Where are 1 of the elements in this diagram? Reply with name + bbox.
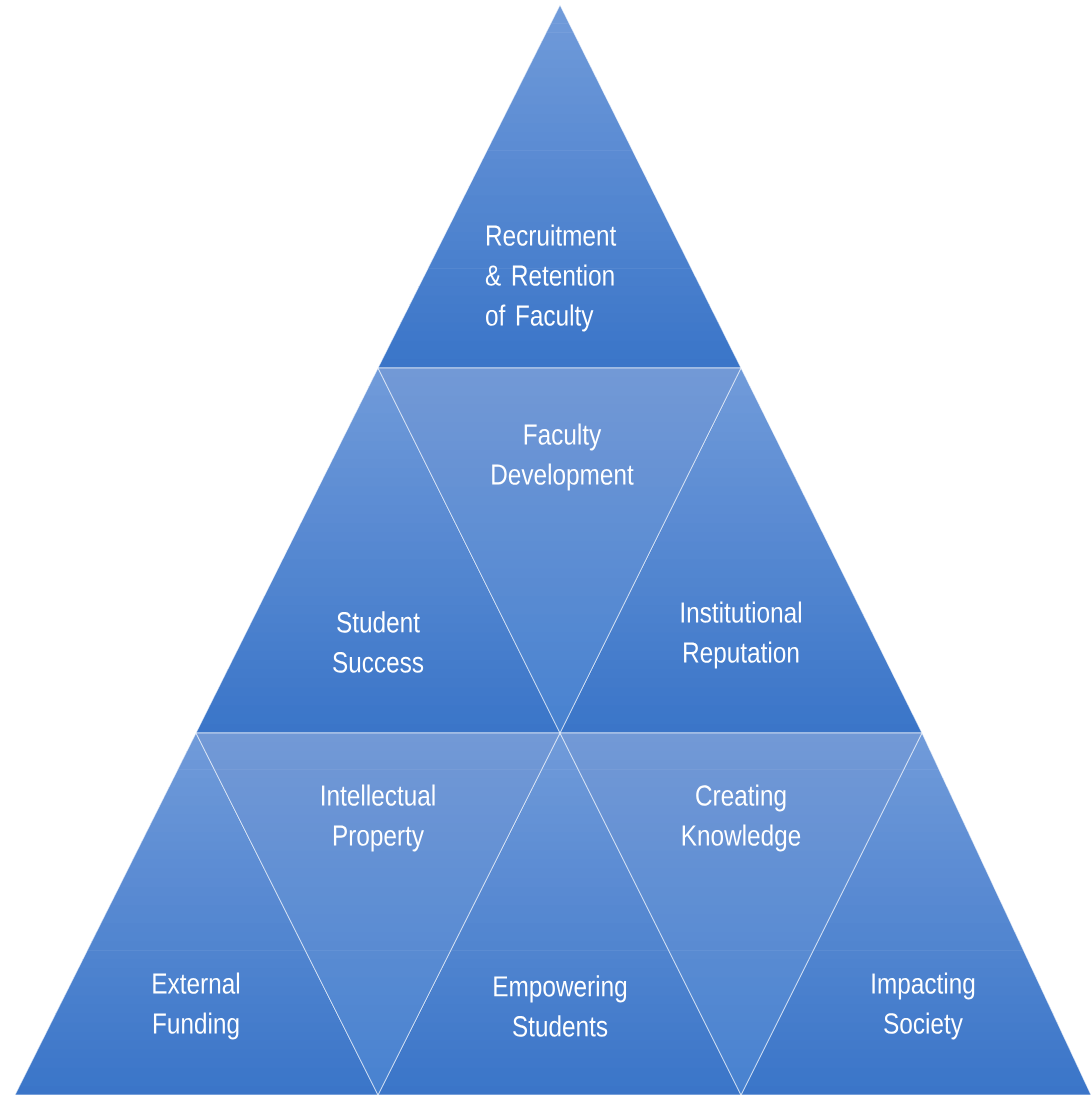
pyramid-triangle: Recruitment & Retention of Faculty [377,4,742,369]
